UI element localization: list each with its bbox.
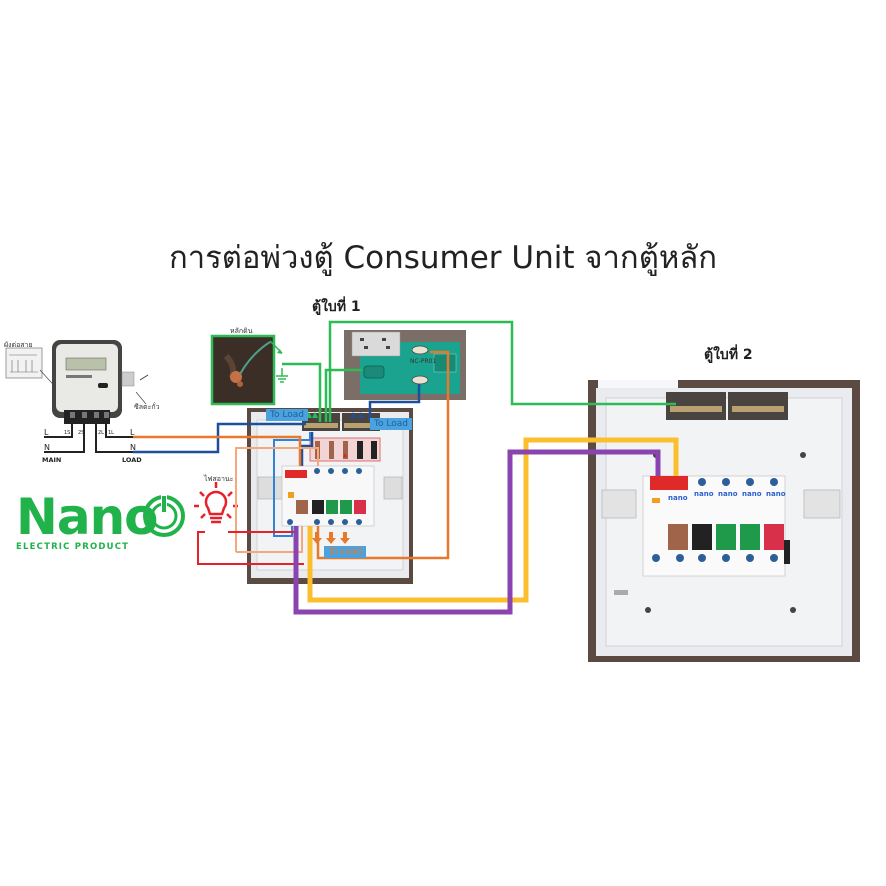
status-lamp-icon	[194, 482, 238, 524]
lamp-neutral-wire	[273, 432, 311, 537]
ground-rod-photo	[210, 334, 276, 406]
svg-text:1S: 1S	[64, 430, 70, 436]
ground-wires	[282, 320, 676, 422]
svg-text:nano: nano	[742, 490, 762, 498]
ground-rod-label: หลักดิน	[230, 327, 253, 335]
breaker-handles	[296, 500, 366, 514]
power-socket-photo	[344, 330, 466, 400]
brand-tagline: ELECTRIC PRODUCT	[16, 542, 130, 552]
meter-seal-label: ซีลตะกั่ว	[134, 403, 160, 411]
nano-logo: Nano ELECTRIC PRODUCT	[16, 488, 185, 552]
ground-symbol-icon	[269, 340, 288, 383]
svg-text:nano: nano	[766, 490, 786, 498]
svg-text:nano: nano	[668, 494, 688, 502]
svg-text:N: N	[130, 443, 136, 452]
svg-text:L: L	[130, 428, 135, 437]
meter-diagram-label: ผังต่อสาย	[4, 341, 33, 349]
light-line-wire	[235, 447, 319, 552]
lamp-label: ไฟสอานะ	[204, 475, 234, 483]
svg-text:MAIN: MAIN	[42, 456, 61, 464]
meter-diagram-box	[5, 347, 43, 379]
feed-wire-yellow	[307, 437, 679, 603]
svg-text:2S: 2S	[78, 430, 84, 436]
meter-L-main: L	[44, 428, 49, 437]
to-load-label-ground: To Load	[266, 409, 308, 421]
meter-N-main: N	[44, 443, 50, 452]
power-ring-icon	[143, 494, 185, 537]
line-wires	[133, 350, 450, 560]
unit1-label: ตู้ใบที่ 1	[312, 299, 361, 315]
svg-text:1L: 1L	[108, 430, 114, 436]
unit2-label: ตู้ใบที่ 2	[704, 347, 753, 363]
meter-display	[65, 357, 107, 371]
feed-wire-purple	[293, 449, 661, 615]
page-title: การต่อพ่วงตู้ Consumer Unit จากตู้หลัก	[168, 240, 718, 276]
to-load-label-breakers: To Load	[324, 546, 366, 558]
svg-text:LOAD: LOAD	[122, 456, 142, 464]
socket-model: NC-PR01	[410, 358, 437, 365]
brand-name: Nano	[16, 488, 159, 546]
breaker2-handles	[668, 524, 784, 550]
load-arrows	[312, 532, 350, 544]
electric-meter	[5, 340, 149, 453]
svg-text:nano: nano	[694, 490, 714, 498]
consumer-unit-2: nano nano nano nano nano	[588, 380, 860, 662]
to-load-label-neutral: To Load	[370, 418, 412, 430]
svg-text:2L: 2L	[98, 430, 104, 436]
svg-text:nano: nano	[718, 490, 738, 498]
